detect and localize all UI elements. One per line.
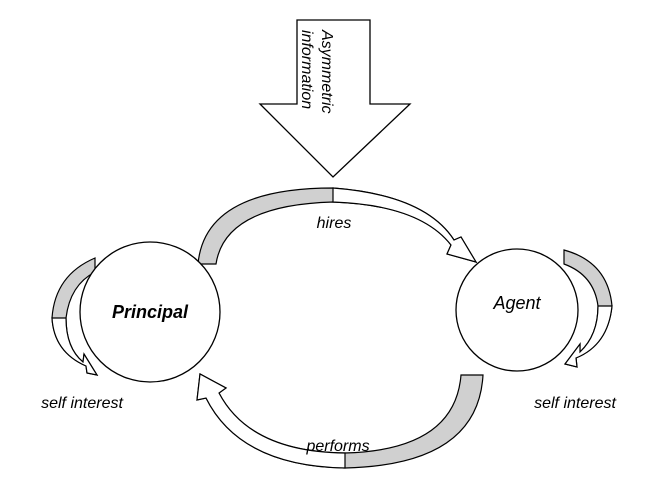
hires-label: hires bbox=[317, 215, 352, 232]
performs-label: performs bbox=[305, 438, 369, 455]
asymmetric-information-label-line1: Asymmetric bbox=[318, 29, 335, 114]
principal-node bbox=[79, 241, 221, 383]
agent-label: Agent bbox=[492, 293, 541, 313]
agent-self-interest-label: self interest bbox=[534, 395, 616, 412]
principal-self-interest-label: self interest bbox=[41, 395, 123, 412]
principal-label: Principal bbox=[112, 302, 189, 322]
agent-node bbox=[455, 248, 579, 372]
asymmetric-information-arrow bbox=[258, 19, 412, 178]
asymmetric-information-label-line2: information bbox=[298, 30, 315, 109]
